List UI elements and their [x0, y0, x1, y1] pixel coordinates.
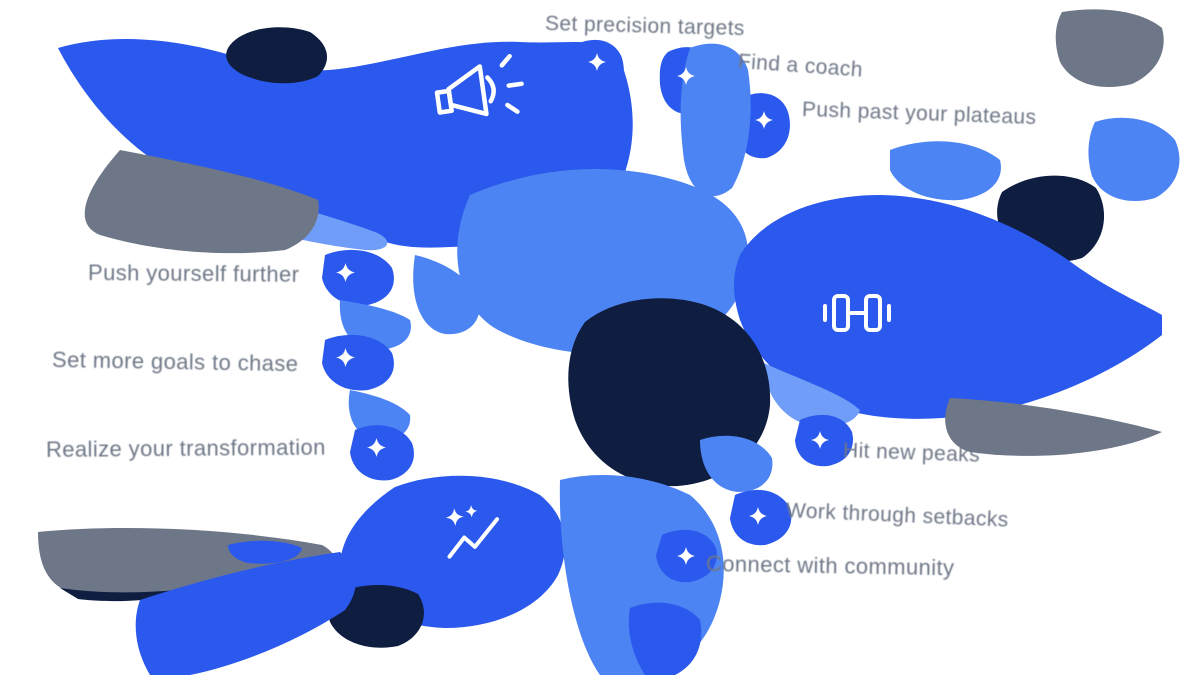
blob-light-right-conn — [700, 435, 773, 492]
dumbbell-icon — [818, 288, 896, 338]
blob-light-right-upper — [1088, 117, 1180, 202]
blob-blue-bottomleft-sliver — [228, 540, 302, 564]
megaphone-icon — [423, 48, 534, 145]
blob-navy-bottom — [328, 584, 424, 648]
blob-gray-left — [84, 150, 319, 254]
blob-light-right-mid — [890, 141, 1001, 201]
label-push-yourself-further: Push yourself further — [87, 260, 300, 287]
sparkle-icon — [367, 438, 386, 462]
sparkle-icon — [811, 431, 829, 454]
blob-left-col-3 — [350, 425, 414, 481]
sparkle-icon — [755, 111, 773, 134]
label-set-more-goals-to-chase: Set more goals to chase — [51, 347, 299, 377]
blob-gray-right-swoosh — [945, 398, 1162, 456]
blob-navy-topleft — [226, 27, 328, 84]
sparkle-icon — [677, 67, 695, 90]
blob-gray-topright — [1055, 9, 1164, 88]
blob-topright-light-column — [680, 43, 751, 197]
sparkline-chart-icon — [438, 503, 506, 565]
label-realize-your-transformation: Realize your transformation — [45, 434, 326, 462]
blob-right-light-under — [762, 362, 860, 427]
sparkle-icon — [588, 53, 606, 76]
blob-left-col-1 — [322, 249, 394, 306]
blob-navy-bottomleft-edge — [60, 587, 205, 602]
blob-right-blue — [734, 195, 1162, 419]
sparkle-icon — [677, 547, 695, 570]
label-hit-new-peaks: Hit new peaks — [842, 439, 981, 467]
sparkle-icon — [749, 507, 767, 530]
label-connect-with-community: Connect with community — [705, 551, 955, 581]
blob-sparkle-top-1 — [567, 39, 624, 109]
sparkle-icon — [336, 348, 355, 372]
blob-blue-bottomleft-band — [135, 552, 356, 675]
blob-connector-left-center — [413, 255, 481, 335]
sparkle-icon — [336, 263, 355, 287]
blob-left-col-2 — [322, 334, 394, 391]
blob-blue-bottom-accent — [628, 602, 702, 675]
